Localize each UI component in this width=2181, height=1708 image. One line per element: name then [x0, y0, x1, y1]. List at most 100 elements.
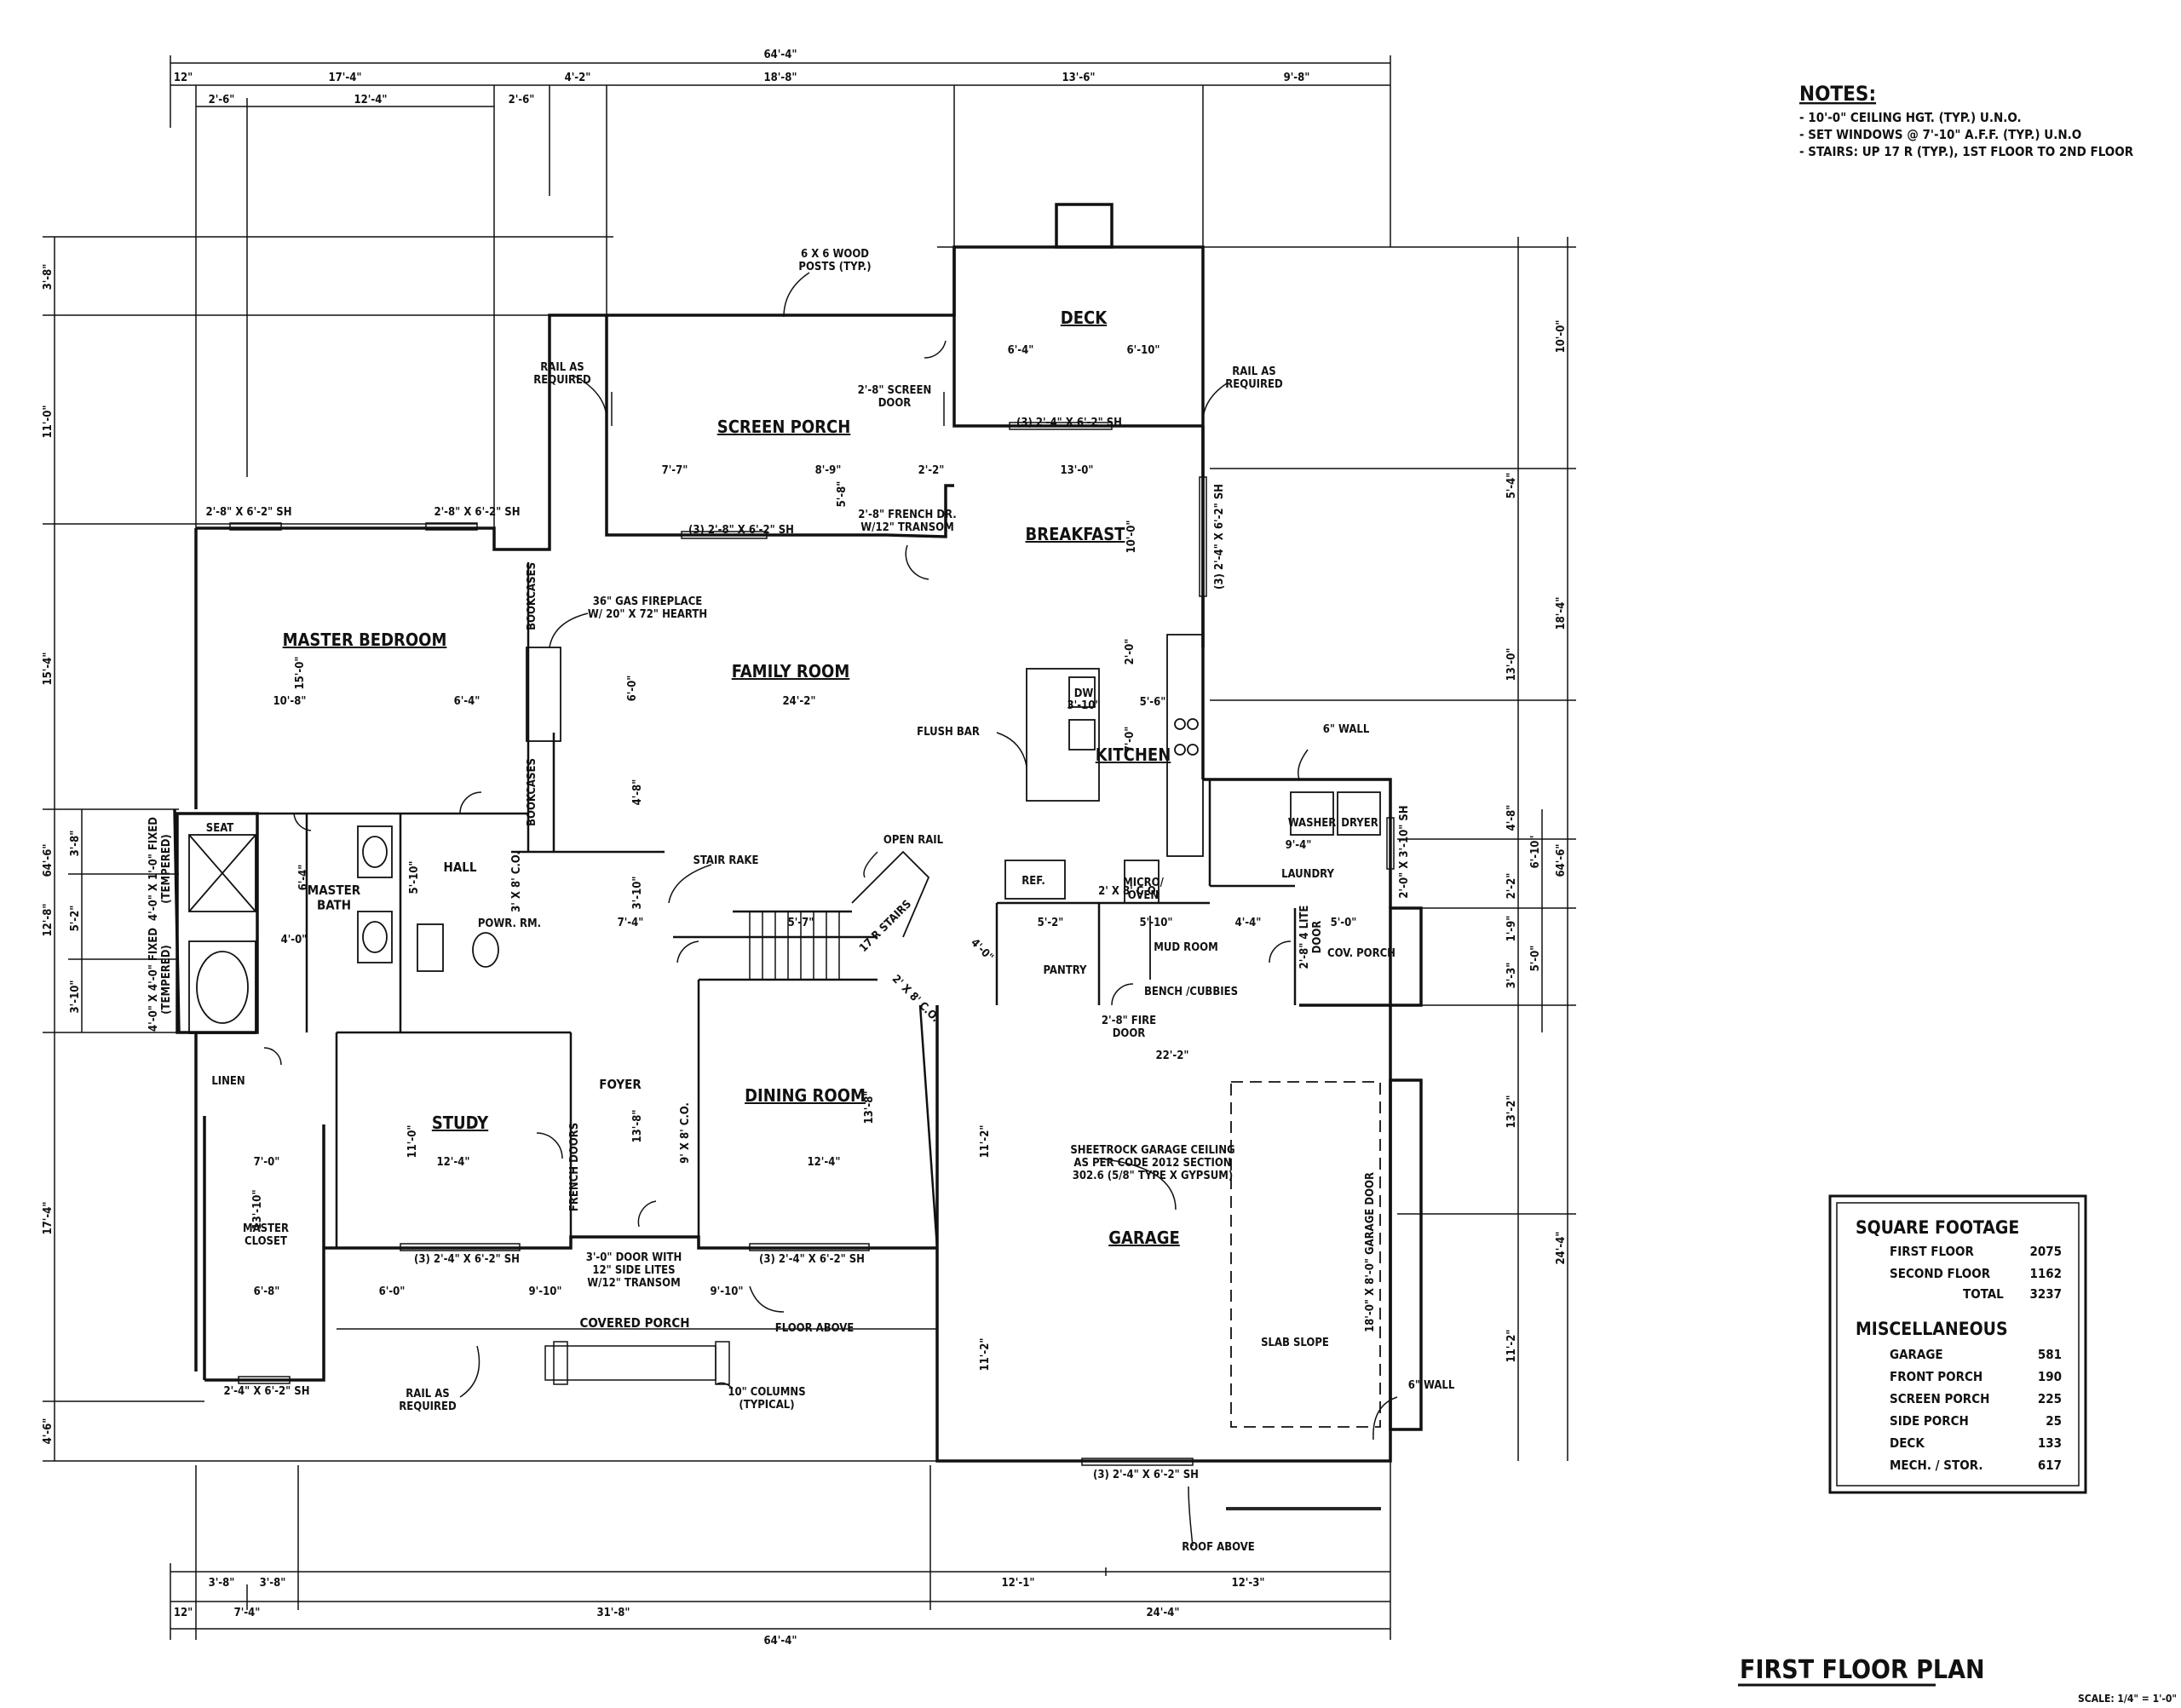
label-open-rail: OPEN RAIL [883, 834, 944, 847]
dim-bottom-1: 12" [174, 1607, 193, 1619]
label-bookcases-bottom: BOOKCASES [526, 758, 538, 826]
room-labels: MASTER BEDROOM FAMILY ROOM SCREEN PORCH … [206, 308, 1395, 1331]
dim-bottom-2: 7'-4" [234, 1607, 261, 1619]
room-dining: DINING ROOM [745, 1085, 866, 1106]
label-win-mb-left: 2'-8" X 6'-2" SH [205, 506, 291, 519]
label-lite-door: 2'-8" 4 LITEDOOR [1298, 906, 1324, 969]
dim-deck-r: 6'-10" [1127, 344, 1160, 357]
room-deck: DECK [1061, 308, 1108, 328]
label-roof-above: ROOF ABOVE [1182, 1541, 1255, 1554]
dim-right-inner-7: 13'-2" [1505, 1096, 1518, 1129]
sqft-value-1: 2075 [2029, 1244, 2062, 1259]
dim-bottom2-2: 3'-8" [260, 1577, 286, 1590]
label-columns: 10" COLUMNS(TYPICAL) [728, 1386, 805, 1412]
label-slab-slope: SLAB SLOPE [1261, 1337, 1329, 1349]
dim-kitchen-a: 5'-6" [1140, 696, 1166, 709]
room-garage: GARAGE [1108, 1228, 1180, 1248]
misc-label-2: FRONT PORCH [1890, 1369, 1982, 1384]
label-floor-above: FLOOR ABOVE [775, 1322, 855, 1335]
misc-label-6: MECH. / STOR. [1890, 1458, 1983, 1473]
dim-left-inner-1: 3'-8" [69, 831, 82, 857]
label-french-doors: FRENCH DOORS [568, 1123, 581, 1211]
dim-dining-w: 12'-4" [808, 1156, 841, 1169]
label-win-porch: (3) 2'-8" X 6'-2" SH [688, 524, 794, 537]
label-garage-door: 18'-0" X 8'-0" GARAGE DOOR [1364, 1172, 1377, 1332]
dim-right-inner-8: 11'-2" [1505, 1330, 1518, 1363]
dim-kitchen-c: 7'-0" [1124, 727, 1137, 753]
drawing-scale: SCALE: 1/4" = 1'-0" [2078, 1693, 2177, 1705]
dim-top-1: 12" [174, 72, 193, 84]
dim-left-2: 11'-0" [42, 405, 55, 439]
room-mud-room: MUD ROOM [1154, 941, 1217, 954]
room-family-room: FAMILY ROOM [732, 661, 850, 681]
dim-right-inner-5: 1'-9" [1505, 916, 1518, 942]
room-seat: SEAT [206, 822, 233, 835]
misc-value-6: 617 [2038, 1458, 2062, 1473]
label-flush-bar: FLUSH BAR [917, 726, 980, 739]
square-footage-table: SQUARE FOOTAGE FIRST FLOOR 2075 SECOND F… [1856, 1217, 2062, 1473]
misc-label-3: SCREEN PORCH [1890, 1391, 1989, 1406]
dim-fr-depth: 6'-0" [626, 676, 639, 702]
sqft-value-2: 1162 [2029, 1266, 2062, 1281]
dim-right-4: 5'-0" [1529, 946, 1542, 972]
dimension-text: 64'-4" 12" 17'-4" 4'-2" 18'-8" 13'-6" 9'… [42, 49, 1568, 1648]
dim-bk-width: 13'-0" [1061, 464, 1094, 477]
label-6in-wall: 6" WALL [1323, 723, 1370, 736]
dim-right-inner-2: 13'-0" [1505, 648, 1518, 681]
label-co-kitchen: 2' X 8' C.O. [1098, 885, 1160, 898]
dim-foyer-d: 13'-8" [631, 1110, 644, 1143]
square-footage-frame [1828, 1194, 2087, 1494]
dim-foyer-w: 7'-4" [618, 917, 644, 929]
label-win-mb-right: 2'-8" X 6'-2" SH [434, 506, 520, 519]
dim-closet-w: 7'-0" [254, 1156, 280, 1169]
dim-right-overall: 64'-6" [1555, 844, 1568, 877]
notes-block: NOTES: - 10'-0" CEILING HGT. (TYP.) U.N.… [1799, 82, 2134, 159]
stair-treads [749, 912, 840, 980]
dim-kitchen-d: 2'-0" [1124, 639, 1137, 665]
dim-top-3: 4'-2" [565, 72, 591, 84]
dim-bottom-3: 31'-8" [597, 1607, 630, 1619]
notes-line-2: - SET WINDOWS @ 7'-10" A.F.F. (TYP.) U.N… [1799, 127, 2081, 142]
dim-left-inner-3: 3'-10" [69, 981, 82, 1014]
dim-mud-w2: 4'-4" [1235, 917, 1262, 929]
dim-bottom2-1: 3'-8" [209, 1577, 235, 1590]
dim-top2-1: 2'-6" [209, 94, 235, 106]
dim-laundry-w: 9'-4" [1286, 839, 1312, 852]
dim-garage-d2: 11'-2" [979, 1338, 992, 1372]
dim-fr-d3: 3'-10" [631, 877, 644, 910]
title-block: FIRST FLOOR PLAN SCALE: 1/4" = 1'-0" [1740, 1655, 2177, 1705]
dim-right-2: 18'-4" [1555, 597, 1568, 630]
annotations: WASHER DRYER REF. MICRO/OVEN DW BENCH /C… [147, 248, 1455, 1554]
label-co-stair: 2' X 8' C.O. [889, 973, 941, 1025]
label-bench: BENCH /CUBBIES [1144, 986, 1238, 998]
dim-bath-d: 6'-4" [297, 865, 310, 891]
dim-hall-d: 5'-10" [408, 861, 421, 894]
dim-mud-w: 5'-10" [1140, 917, 1173, 929]
dim-right-inner-3: 4'-8" [1505, 805, 1518, 831]
dim-top-4: 18'-8" [764, 72, 797, 84]
dim-top-overall: 64'-4" [764, 49, 797, 61]
notes-line-3: - STAIRS: UP 17 R (TYP.), 1ST FLOOR TO 2… [1799, 144, 2134, 159]
label-fixed-bottom: 4'-0" X 4'-0" FIXED(TEMPERED) [147, 928, 173, 1032]
misc-label-4: SIDE PORCH [1890, 1413, 1969, 1429]
misc-value-4: 25 [2046, 1413, 2062, 1429]
label-co-foyer: 9' X 8' C.O. [679, 1102, 692, 1164]
dim-right-inner-4: 2'-2" [1505, 873, 1518, 900]
label-stair-rake: STAIR RAKE [693, 854, 759, 867]
room-hall: HALL [444, 860, 477, 875]
dimension-lines [43, 55, 1576, 1640]
dim-mb-w2: 6'-4" [454, 695, 481, 708]
dim-right-5: 24'-4" [1555, 1232, 1568, 1265]
dim-bottom-4: 24'-4" [1147, 1607, 1180, 1619]
dim-top-2: 17'-4" [329, 72, 362, 84]
dim-bath-w: 4'-0" [281, 934, 308, 946]
dim-stair-w: 5'-7" [788, 917, 814, 929]
label-micro-oven: MICRO/OVEN [1123, 877, 1165, 902]
label-win-breakfast: (3) 2'-4" X 6'-2" SH [1213, 484, 1226, 589]
